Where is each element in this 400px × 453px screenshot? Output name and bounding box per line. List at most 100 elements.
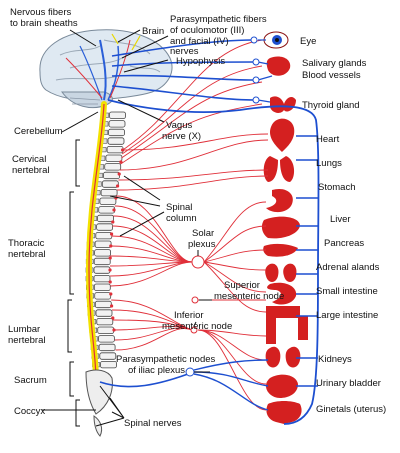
nerve-fiber <box>203 201 267 263</box>
nerve-fiber <box>116 195 193 263</box>
vertebra <box>101 180 119 188</box>
organ-label-blood-vessels: Blood vessels <box>302 70 361 81</box>
inferior-mesenteric-node <box>190 326 198 334</box>
organ-label-adrenal: Adrenal alands <box>316 262 380 273</box>
vertebra <box>94 249 111 257</box>
nerve-fiber <box>197 329 267 385</box>
nerve-fiber <box>203 225 267 263</box>
organ-label-kidneys: Kidneys <box>318 354 352 365</box>
vertebra <box>97 326 115 334</box>
sympathetic-ganglion <box>117 172 121 176</box>
sympathetic-ganglion <box>109 292 113 296</box>
nerve-fiber <box>110 261 193 287</box>
vertebra <box>108 120 126 128</box>
parasympathetic-nerve <box>111 61 255 67</box>
vertebra <box>94 300 112 309</box>
vertebra <box>97 214 114 223</box>
vagus-nerve-label: Vagus nerve (X) <box>162 120 201 142</box>
nerve-fiber <box>197 329 267 361</box>
brain-illustration <box>39 29 173 108</box>
parasympathetic-nerve <box>107 99 320 425</box>
nerve-fiber <box>118 169 269 181</box>
kidneys-organ <box>265 346 301 368</box>
nerve-fiber <box>122 39 263 151</box>
parasympathetic-nerve <box>111 85 255 101</box>
vertebra <box>96 223 113 231</box>
organ-label-stomach: Stomach <box>318 182 356 193</box>
thoracic-label: Thoracic nertebral <box>8 238 47 260</box>
heart-organ <box>270 118 295 152</box>
parasympathetic-nerve <box>257 99 271 103</box>
sympathetic-ganglion <box>110 304 114 308</box>
vertebra <box>104 163 122 171</box>
vertebra <box>99 197 117 205</box>
pancreas-organ <box>263 243 298 257</box>
large-intestine-organ <box>266 306 308 344</box>
solar-plexus-label: Solar plexus <box>188 228 217 250</box>
vertebra <box>103 171 120 180</box>
inferior-mesenteric-label: Inferior mesenteric node <box>162 310 232 332</box>
parasympathetic-nerve <box>193 359 269 371</box>
parasympathetic-nerve <box>257 61 269 65</box>
salivary-organ <box>266 56 291 76</box>
sympathetic-ganglion <box>108 256 112 260</box>
spinal-column-label: Spinal column <box>166 202 197 224</box>
organs <box>261 31 308 424</box>
parasympathetic-ganglia <box>185 36 260 377</box>
parasympathetic-fibers <box>99 39 320 425</box>
organ-label-lungs: Lungs <box>316 158 342 169</box>
sympathetic-fibers <box>108 39 269 411</box>
organ-label-small-intestine: Small intestine <box>316 286 378 297</box>
adrenal-organ <box>265 263 297 282</box>
vertebra <box>98 335 115 343</box>
parasympathetic-nerve <box>193 373 269 411</box>
vertebra <box>109 111 126 119</box>
vertebra <box>100 360 117 369</box>
parasympathetic-nerve <box>193 371 269 387</box>
nervous-fibers-label: Nervous fibers to brain sheaths <box>10 7 78 29</box>
nerve-fiber <box>203 261 267 293</box>
nerve-fiber <box>121 65 263 155</box>
sympathetic-ganglion <box>110 232 114 236</box>
brain-label: Brain <box>142 26 164 37</box>
nerve-fiber <box>203 261 267 271</box>
leader-lines <box>42 29 212 427</box>
vertebra <box>100 188 118 197</box>
cervical-label: Cervical nertebral <box>12 154 50 176</box>
cerebellum-label: Cerebellum <box>14 126 63 137</box>
nerve-fiber <box>197 329 267 337</box>
nerve-fiber <box>203 261 267 313</box>
diagram-labels: Nervous fibers to brain sheaths Brain Pa… <box>8 7 284 429</box>
liver-organ <box>261 216 300 239</box>
parasympathetic-fibers-label: Parasympathetic fibers of oculomotor (II… <box>170 14 269 57</box>
organ-label-genitals: Ginetals (uterus) <box>316 404 386 415</box>
bladder-organ <box>266 374 298 398</box>
nerve-fiber <box>122 133 269 151</box>
vertebra <box>93 257 111 266</box>
stomach-organ <box>266 188 293 213</box>
small-intestine-organ <box>267 282 297 305</box>
vertebra <box>108 128 125 137</box>
organ-labels: Eye Salivary glands Blood vessels Thyroi… <box>300 36 386 415</box>
organ-label-eye: Eye <box>300 36 316 47</box>
lumbar-label: Lumbar nertebral <box>8 324 46 346</box>
parasympathetic-nerve <box>111 39 253 57</box>
vertebra <box>98 343 116 352</box>
vertebra <box>94 240 112 248</box>
coccyx-label: Coccyx <box>14 406 45 417</box>
organ-label-heart: Heart <box>316 134 340 145</box>
genitals-organ <box>266 401 302 424</box>
vertebral-brackets <box>67 139 80 427</box>
vertebra <box>93 274 111 283</box>
sacrum-label: Sacrum <box>14 375 47 386</box>
eye-organ <box>263 31 289 49</box>
organ-label-liver: Liver <box>330 214 351 225</box>
sacrum-bone <box>85 369 113 415</box>
lungs-organ <box>263 156 295 182</box>
vertebra <box>105 154 123 162</box>
nerve-fiber <box>121 81 263 159</box>
thyroid-organ <box>270 96 296 113</box>
vertebra <box>106 145 124 154</box>
nerve-fiber <box>120 103 263 165</box>
